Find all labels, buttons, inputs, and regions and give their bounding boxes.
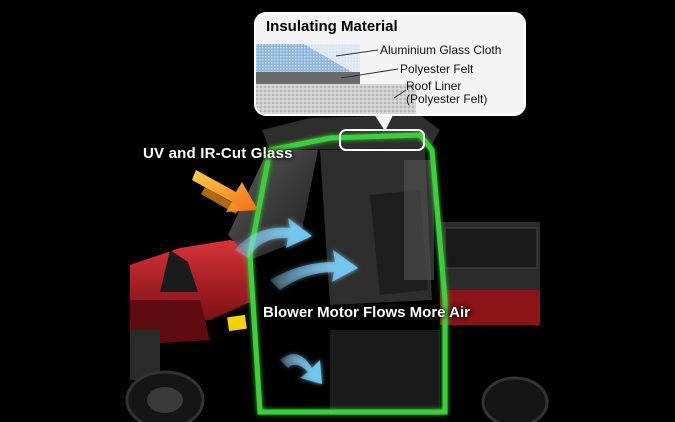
layer-polyester-felt [256,72,360,84]
airflow-arrow-icon [235,218,358,384]
callout-title: Insulating Material [266,18,398,35]
layer-label-roof-liner: Roof Liner (Polyester Felt) [406,80,487,106]
layer-cross-section [256,44,416,114]
sun-ray-arrow-icon [192,170,258,214]
insulating-material-callout: Insulating Material Aluminium Glass Clot… [254,12,526,116]
roof-liner-name: Roof Liner [406,79,462,93]
roof-liner-detail: (Polyester Felt) [406,92,488,106]
rear-wheel [481,376,549,422]
cab-interior [320,148,440,415]
cargo-bed [440,222,540,325]
blower-motor-label: Blower Motor Flows More Air [263,304,470,321]
layer-label-polyester: Polyester Felt [400,62,474,76]
uv-glass-label: UV and IR-Cut Glass [143,145,293,162]
door-frame-outline [247,132,448,415]
roof-insulation-marker [339,129,425,151]
front-wheel [125,370,205,422]
layer-label-aluminium: Aluminium Glass Cloth [380,43,502,57]
layer-roof-liner [256,84,416,114]
vehicle-body [130,240,255,380]
